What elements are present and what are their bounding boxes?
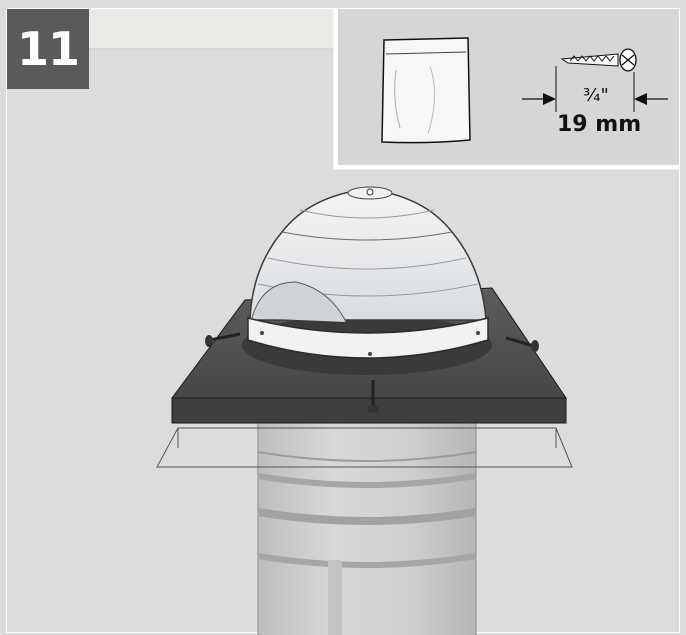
screw-front bbox=[367, 380, 379, 413]
screw-left bbox=[205, 332, 241, 347]
wall-strip bbox=[89, 9, 337, 49]
step-number-badge: 11 bbox=[7, 9, 89, 89]
screw-length-metric: 19 mm bbox=[557, 112, 642, 137]
light-tube bbox=[257, 411, 477, 635]
screw-right bbox=[505, 336, 539, 352]
hardware-bag-icon bbox=[381, 37, 471, 144]
dimension-arrows bbox=[522, 93, 668, 105]
screw-icon bbox=[555, 48, 637, 112]
screw-length-fraction: ¾" bbox=[583, 85, 609, 106]
skylight-dome bbox=[247, 186, 489, 359]
roof-opening bbox=[156, 427, 573, 468]
